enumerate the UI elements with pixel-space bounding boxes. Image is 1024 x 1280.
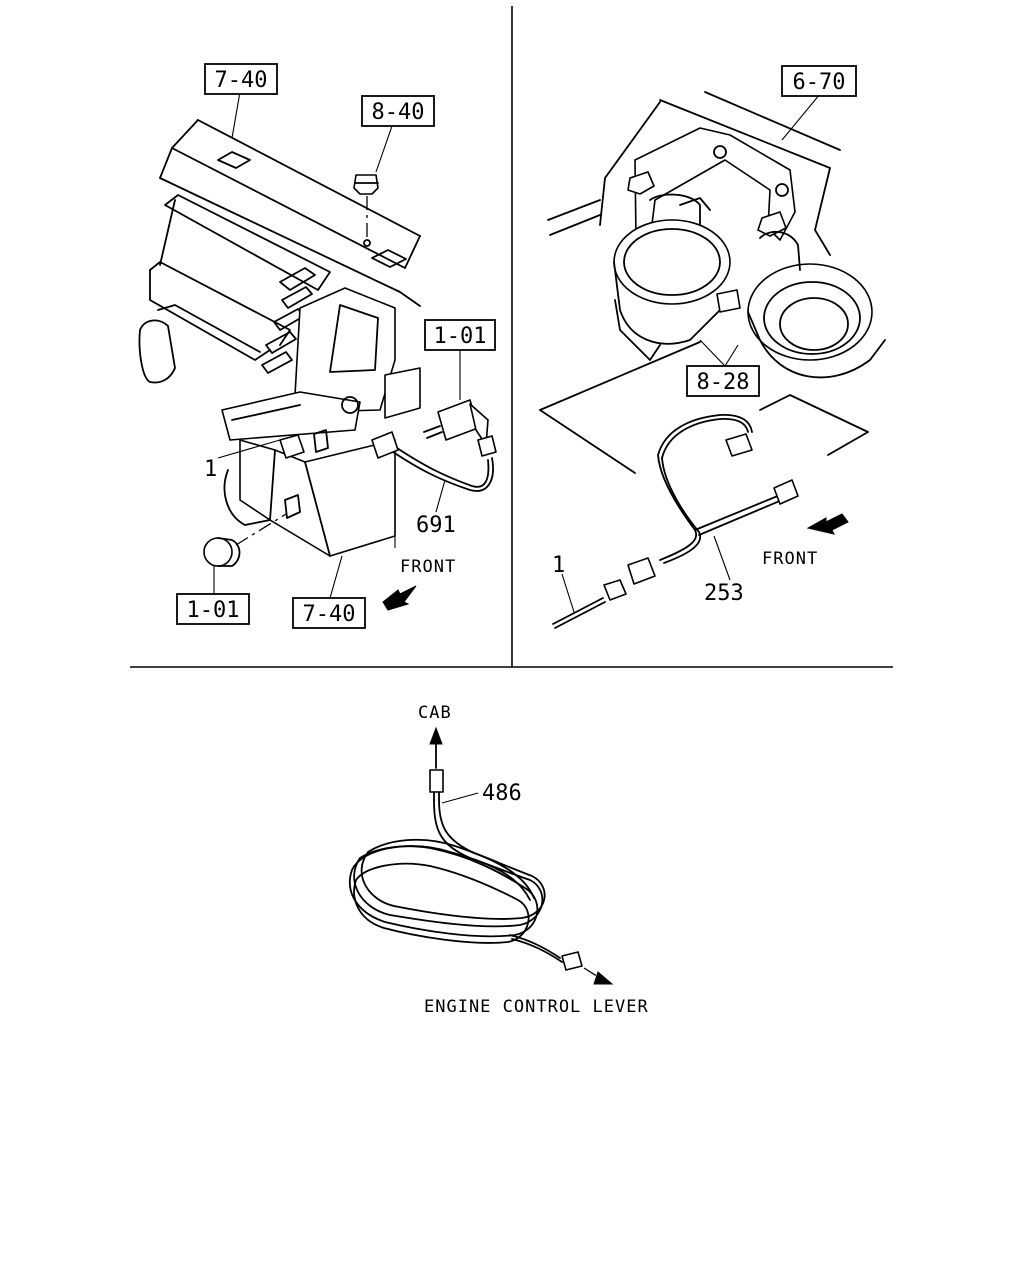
leader-7-40-top <box>231 91 241 139</box>
switch-691-assembly <box>371 348 497 548</box>
ref-box-6-70 <box>781 65 857 97</box>
direction-front-right: FRONT <box>762 549 818 569</box>
leader-6-70 <box>781 93 821 141</box>
part-number-1-left: 1 <box>204 457 217 482</box>
ref-label-1-01-left: 1-01 <box>187 598 240 623</box>
leader-8-28 <box>699 339 739 367</box>
direction-front-left: FRONT <box>400 557 456 577</box>
ref-box-7-40-top <box>204 63 278 95</box>
ref-box-1-01-left <box>176 593 250 625</box>
leader-7-40-bottom <box>329 555 343 599</box>
ref-label-7-40-top: 7-40 <box>215 68 268 93</box>
ref-box-8-28 <box>686 365 760 397</box>
ref-box-8-40 <box>361 95 435 127</box>
horn-illustration <box>547 91 886 379</box>
front-arrow-right <box>806 513 849 535</box>
part-number-1-right: 1 <box>552 553 565 578</box>
plug-cap <box>203 513 287 594</box>
clip-fastener <box>353 125 393 247</box>
ref-label-8-40: 8-40 <box>372 100 425 125</box>
direction-cab: CAB <box>418 703 452 723</box>
cable-486-assembly <box>348 726 614 985</box>
dashboard-illustration <box>138 119 421 557</box>
ref-box-1-01-right <box>424 319 496 351</box>
leader-part-1-left <box>217 439 281 459</box>
ref-box-7-40-bottom <box>292 597 366 629</box>
part-number-691: 691 <box>416 513 456 538</box>
ref-label-1-01-right: 1-01 <box>434 324 487 349</box>
part-number-253: 253 <box>704 581 744 606</box>
front-arrow-left <box>382 585 417 611</box>
ref-label-8-28: 8-28 <box>697 370 750 395</box>
ref-label-7-40-bottom: 7-40 <box>303 602 356 627</box>
part-number-486: 486 <box>482 781 522 806</box>
horn-harness-253 <box>539 341 869 629</box>
ref-label-6-70: 6-70 <box>793 70 846 95</box>
direction-engine-control-lever: ENGINE CONTROL LEVER <box>424 997 649 1017</box>
